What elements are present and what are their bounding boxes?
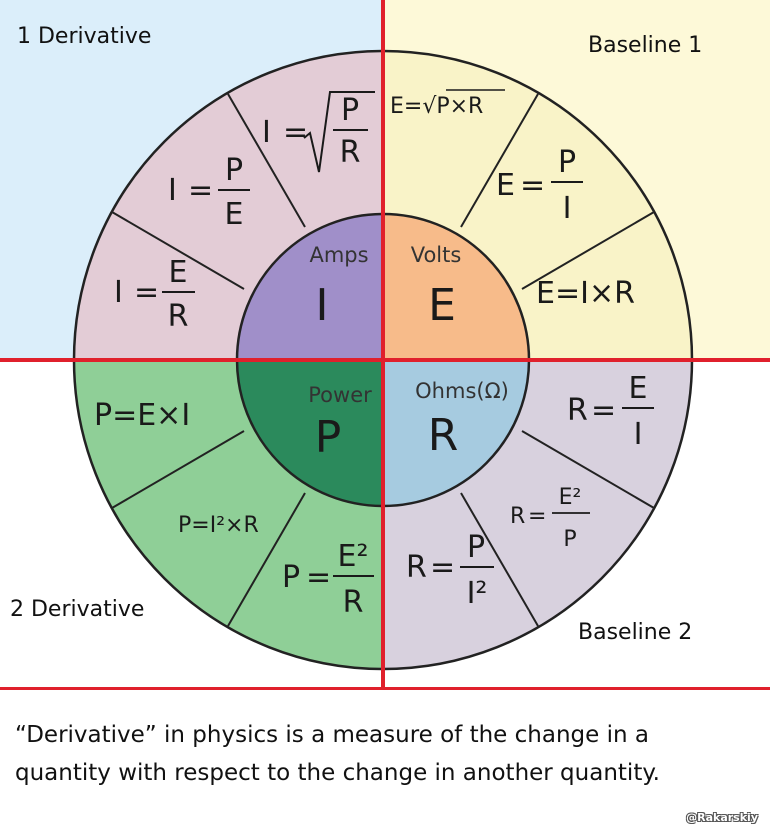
formula-e-sqrt-p-x-r: E=√P×R [390, 89, 505, 119]
svg-text:R: R [343, 585, 364, 620]
svg-text:I: I [634, 417, 643, 452]
svg-text:P: P [341, 93, 359, 128]
core-ohms [383, 360, 529, 506]
svg-text:R: R [567, 393, 588, 428]
svg-text:R: R [340, 135, 361, 170]
power-wheel-diagram: Amps I Volts E Power P Ohms(Ω) R I = P R… [0, 0, 770, 691]
svg-text:E=I×R: E=I×R [536, 276, 635, 311]
svg-text:P: P [558, 145, 576, 180]
svg-text:I: I [114, 275, 123, 310]
amps-label: Amps [309, 243, 368, 267]
svg-text:=: = [283, 115, 308, 150]
svg-text:E²: E² [338, 539, 369, 574]
segment-dividers [111, 93, 655, 627]
svg-text:=: = [430, 550, 455, 585]
credit-watermark: @Rakarskiy [686, 811, 758, 824]
svg-text:=: = [528, 504, 546, 529]
core-volts [383, 214, 529, 360]
svg-text:P=E×I: P=E×I [94, 398, 190, 433]
formula-i-p-over-e: I = P E [168, 153, 250, 232]
svg-text:I: I [262, 115, 271, 150]
svg-text:I²: I² [467, 576, 488, 611]
amps-symbol: I [316, 280, 329, 331]
svg-text:P: P [225, 153, 243, 188]
svg-text:=: = [306, 560, 331, 595]
volts-label: Volts [411, 243, 462, 267]
svg-text:=: = [188, 173, 213, 208]
power-wheel-svg: Amps I Volts E Power P Ohms(Ω) R I = P R… [0, 0, 770, 691]
ohms-symbol: R [428, 410, 459, 461]
svg-text:I: I [563, 191, 572, 226]
label-1-derivative: 1 Derivative [17, 24, 152, 49]
label-baseline-2: Baseline 2 [578, 620, 693, 645]
formula-e-i-x-r: E=I×R [536, 276, 635, 311]
svg-text:P: P [467, 530, 485, 565]
formula-i-e-over-r: I = E R [114, 255, 195, 334]
svg-text:=: = [591, 393, 616, 428]
formula-i-sqrt-p-over-r: I = P R [262, 91, 375, 173]
ohms-label: Ohms(Ω) [415, 379, 509, 403]
label-baseline-1: Baseline 1 [588, 33, 703, 58]
formula-p-e2-over-r: P = E² R [282, 539, 374, 620]
svg-text:R: R [406, 550, 427, 585]
label-2-derivative: 2 Derivative [10, 597, 145, 622]
svg-text:R: R [510, 504, 525, 529]
svg-text:E: E [629, 371, 648, 406]
formula-p-i2-x-r: P=I²×R [178, 513, 259, 538]
caption-line-1: “Derivative” in physics is a measure of … [15, 722, 649, 748]
core-amps [237, 214, 383, 360]
formula-r-p-over-i2: R = P I² [406, 530, 494, 611]
svg-text:E=√P×R: E=√P×R [390, 94, 483, 119]
svg-text:P: P [282, 560, 300, 595]
volts-symbol: E [428, 280, 456, 331]
formula-r-e-over-i: R = E I [567, 371, 654, 452]
formula-r-e2-over-p: R = E² P [510, 485, 590, 552]
svg-text:P: P [563, 527, 576, 552]
svg-text:E²: E² [559, 485, 582, 510]
svg-text:R: R [168, 299, 189, 334]
svg-text:P=I²×R: P=I²×R [178, 513, 259, 538]
svg-text:E: E [169, 255, 188, 290]
caption-line-2: quantity with respect to the change in a… [15, 760, 660, 786]
caption: “Derivative” in physics is a measure of … [15, 716, 755, 792]
svg-text:E: E [496, 168, 515, 203]
core-power [237, 360, 383, 506]
svg-text:=: = [134, 275, 159, 310]
formula-e-p-over-i: E = P I [496, 145, 583, 226]
svg-text:=: = [520, 168, 545, 203]
svg-text:E: E [225, 197, 244, 232]
power-label: Power [308, 383, 372, 407]
power-symbol: P [315, 412, 342, 463]
formula-p-e-x-i: P=E×I [94, 398, 190, 433]
svg-text:I: I [168, 173, 177, 208]
